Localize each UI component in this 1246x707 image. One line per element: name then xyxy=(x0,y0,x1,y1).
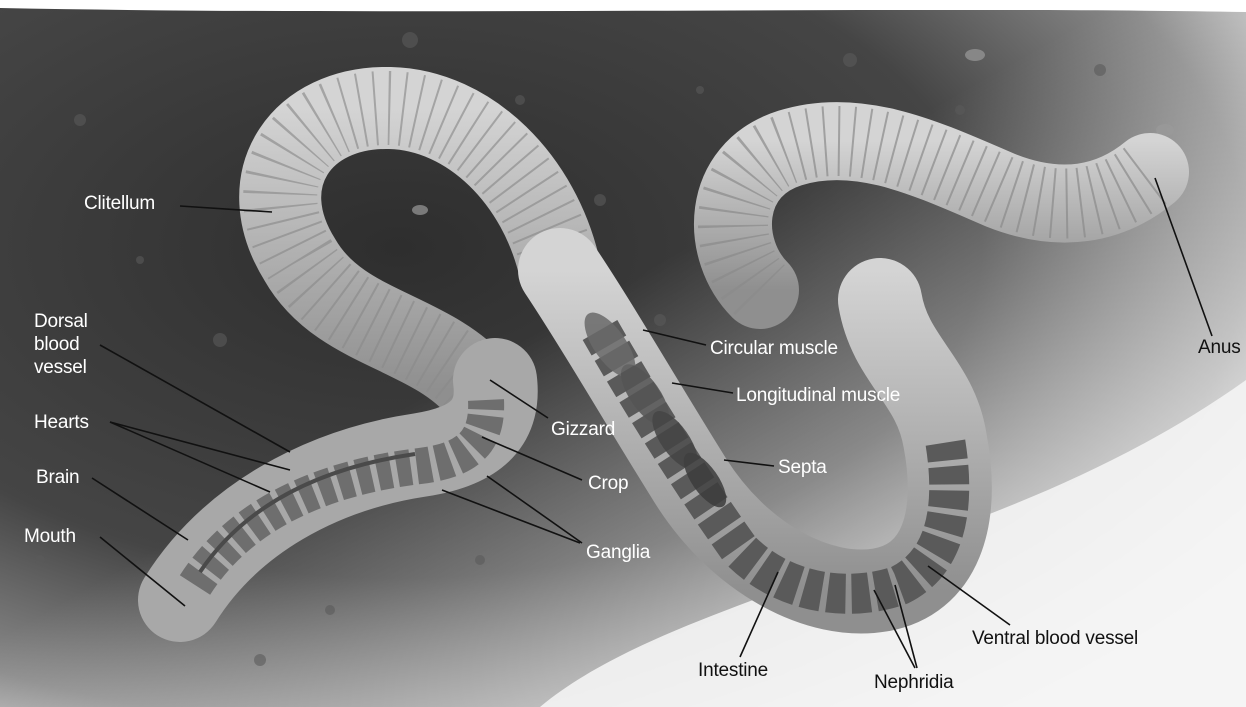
label-nephridia: Nephridia xyxy=(874,671,954,694)
label-anus: Anus xyxy=(1198,336,1241,359)
longitudinal-muscle-leader xyxy=(672,383,733,393)
label-ventral-blood-vessel: Ventral blood vessel xyxy=(972,627,1138,650)
label-circular-muscle: Circular muscle xyxy=(710,337,838,360)
anus-leader xyxy=(1155,178,1212,336)
ganglia-leader-1 xyxy=(442,490,580,543)
mouth-leader xyxy=(100,537,185,606)
label-septa: Septa xyxy=(778,456,827,479)
septa-leader xyxy=(724,460,774,466)
label-clitellum: Clitellum xyxy=(84,192,155,215)
label-intestine: Intestine xyxy=(698,659,768,682)
label-crop: Crop xyxy=(588,472,628,495)
label-gizzard: Gizzard xyxy=(551,418,615,441)
ventral-vessel-leader xyxy=(928,566,1010,625)
ganglia-leader-2 xyxy=(487,476,582,543)
brain-leader xyxy=(92,478,188,540)
hearts-leader-1 xyxy=(110,422,290,470)
clitellum-leader xyxy=(180,206,272,212)
hearts-leader-2 xyxy=(110,422,270,492)
label-mouth: Mouth xyxy=(24,525,76,548)
label-ganglia: Ganglia xyxy=(586,541,650,564)
intestine-leader xyxy=(740,572,778,657)
gizzard-leader xyxy=(490,380,548,418)
label-brain: Brain xyxy=(36,466,79,489)
label-longitudinal-muscle: Longitudinal muscle xyxy=(736,384,900,407)
nephridia-leader-1 xyxy=(874,590,915,668)
nephridia-leader-2 xyxy=(895,585,917,668)
crop-leader xyxy=(482,437,582,480)
label-dorsal-blood-vessel: Dorsal blood vessel xyxy=(34,310,88,379)
label-hearts: Hearts xyxy=(34,411,89,434)
dorsal-vessel-leader xyxy=(100,345,290,452)
circular-muscle-leader xyxy=(643,330,706,345)
